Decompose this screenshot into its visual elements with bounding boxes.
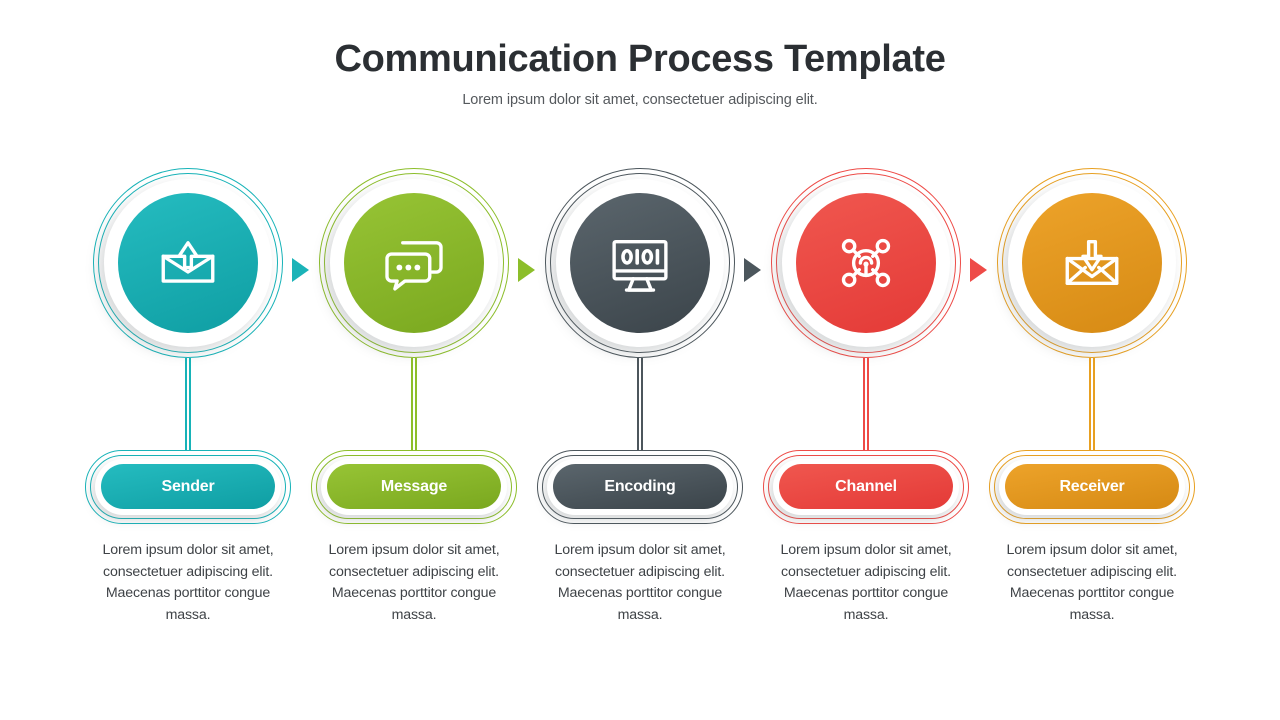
pill-outer-ring [85, 450, 291, 524]
stage-label: Message [380, 477, 448, 495]
stage-label-pill[interactable]: Encoding [537, 450, 743, 524]
outer-ring [771, 168, 961, 358]
stage-connector-line [185, 358, 191, 450]
stage-label: Sender [161, 477, 215, 495]
stage-connector-line [637, 358, 643, 450]
envelope-down-icon [1022, 193, 1162, 333]
chat-bubbles-icon [344, 193, 484, 333]
stage-description: Lorem ipsum dolor sit amet, consectetuer… [328, 542, 500, 623]
pill-fill: Message [327, 464, 501, 509]
inner-ring [98, 173, 278, 353]
network-broadcast-icon [796, 193, 936, 333]
stage-label-pill[interactable]: Sender [85, 450, 291, 524]
stage-label-pill[interactable]: Receiver [989, 450, 1195, 524]
stage-label: Channel [835, 477, 897, 495]
arrow-channel-to-receiver [970, 258, 987, 282]
pill-outer-ring [537, 450, 743, 524]
page-subtitle: Lorem ipsum dolor sit amet, consectetuer… [462, 91, 818, 108]
pill-fill: Channel [779, 464, 953, 509]
stage-label-pill[interactable]: Message [311, 450, 517, 524]
pill-inner-ring [768, 455, 964, 519]
stage-message[interactable]: Message Lorem ipsum dolor sit amet, cons… [301, 168, 527, 688]
arrow-encoding-to-channel [744, 258, 761, 282]
stage-description: Lorem ipsum dolor sit amet, consectetuer… [554, 542, 726, 623]
outer-ring [319, 168, 509, 358]
stage-label: Encoding [604, 477, 676, 495]
inner-ring [776, 173, 956, 353]
stage-label: Receiver [1059, 477, 1125, 495]
pill-outer-ring [311, 450, 517, 524]
communication-process-diagram: Sender Lorem ipsum dolor sit amet, conse… [0, 168, 1280, 688]
page-header: Communication Process Template Lorem ips… [0, 0, 1280, 108]
stage-icon-circle[interactable] [93, 168, 283, 358]
stage-channel[interactable]: Channel Lorem ipsum dolor sit amet, cons… [753, 168, 979, 688]
pill-fill: Encoding [553, 464, 727, 509]
stage-description: Lorem ipsum dolor sit amet, consectetuer… [780, 542, 952, 623]
stage-icon-circle[interactable] [997, 168, 1187, 358]
stage-description: Lorem ipsum dolor sit amet, consectetuer… [102, 542, 274, 623]
pill-inner-ring [994, 455, 1190, 519]
outer-ring [997, 168, 1187, 358]
stage-sender[interactable]: Sender Lorem ipsum dolor sit amet, conse… [75, 168, 301, 688]
stage-icon-circle[interactable] [545, 168, 735, 358]
outer-ring [545, 168, 735, 358]
stage-connector-line [863, 358, 869, 450]
arrow-sender-to-message [292, 258, 309, 282]
inner-ring [1002, 173, 1182, 353]
outer-ring [93, 168, 283, 358]
stage-label-pill[interactable]: Channel [763, 450, 969, 524]
envelope-up-icon [118, 193, 258, 333]
stage-description: Lorem ipsum dolor sit amet, consectetuer… [1006, 542, 1178, 623]
pill-fill: Sender [101, 464, 275, 509]
pill-inner-ring [90, 455, 286, 519]
stage-icon-circle[interactable] [771, 168, 961, 358]
page-title: Communication Process Template [334, 38, 946, 80]
inner-ring [550, 173, 730, 353]
pill-outer-ring [989, 450, 1195, 524]
pill-inner-ring [542, 455, 738, 519]
arrow-message-to-encoding [518, 258, 535, 282]
stage-encoding[interactable]: Encoding Lorem ipsum dolor sit amet, con… [527, 168, 753, 688]
pill-inner-ring [316, 455, 512, 519]
pill-fill: Receiver [1005, 464, 1179, 509]
stage-icon-circle[interactable] [319, 168, 509, 358]
monitor-binary-icon [570, 193, 710, 333]
stage-receiver[interactable]: Receiver Lorem ipsum dolor sit amet, con… [979, 168, 1205, 688]
stage-connector-line [411, 358, 417, 450]
stage-connector-line [1089, 358, 1095, 450]
pill-outer-ring [763, 450, 969, 524]
inner-ring [324, 173, 504, 353]
